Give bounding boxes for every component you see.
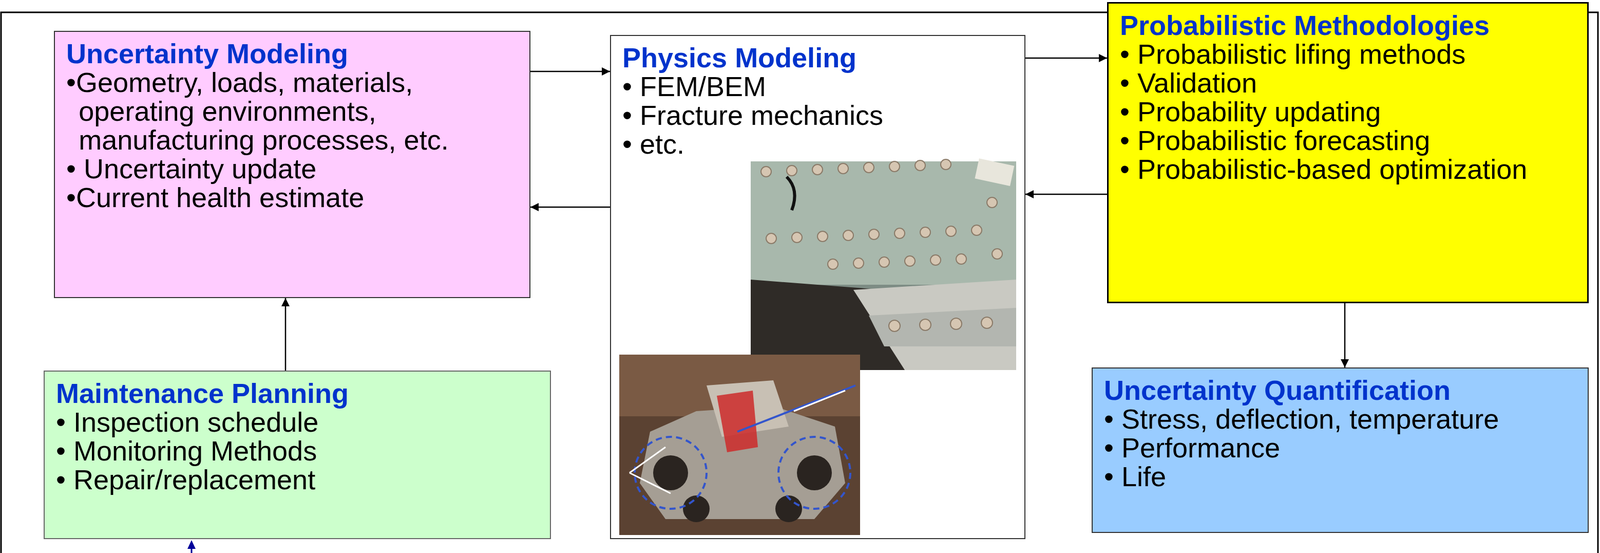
bullet-item: • Validation bbox=[1119, 68, 1577, 98]
box-heading: Maintenance Planning bbox=[55, 378, 540, 408]
process-box: Uncertainty Quantification• Stress, defl… bbox=[1091, 367, 1589, 533]
box-heading: Uncertainty Quantification bbox=[1103, 375, 1578, 405]
bullet-item: • Uncertainty update bbox=[66, 154, 520, 183]
bullet-item: • Stress, deflection, temperature bbox=[1103, 404, 1578, 433]
flow-arrow bbox=[530, 70, 611, 73]
bullet-item: • Performance bbox=[1103, 432, 1578, 462]
flow-arrow bbox=[1344, 302, 1346, 368]
bullet-item: • FEM/BEM bbox=[622, 71, 1015, 101]
box-heading: Uncertainty Modeling bbox=[66, 39, 520, 68]
process-box: Uncertainty Modeling•Geometry, loads, ma… bbox=[53, 30, 531, 298]
bullet-item: •Geometry, loads, materials, operating e… bbox=[66, 67, 520, 155]
bullet-item: • Probabilistic-based optimization bbox=[1119, 154, 1577, 184]
panel-photo bbox=[750, 158, 1017, 370]
bullet-item: • Inspection schedule bbox=[55, 407, 540, 436]
bullet-item: •Current health estimate bbox=[66, 182, 520, 212]
bullet-item: • Life bbox=[1103, 461, 1578, 491]
flow-arrow bbox=[1025, 57, 1108, 60]
box-heading: Probabilistic Methodologies bbox=[1119, 10, 1577, 40]
box-heading: Physics Modeling bbox=[622, 43, 1015, 72]
incoming-arrowhead bbox=[187, 539, 196, 549]
process-box: Physics Modeling• FEM/BEM• Fracture mech… bbox=[610, 34, 1026, 539]
bullet-item: • etc. bbox=[622, 129, 1015, 159]
bullet-item: • Probability updating bbox=[1119, 97, 1577, 126]
flow-arrow bbox=[530, 206, 611, 208]
bullet-item: • Probabilistic lifing methods bbox=[1119, 39, 1577, 69]
flow-arrow bbox=[284, 297, 287, 371]
bullet-item: • Monitoring Methods bbox=[55, 435, 540, 465]
bullet-item: • Fracture mechanics bbox=[622, 100, 1015, 130]
bullet-item: • Probabilistic forecasting bbox=[1119, 125, 1577, 155]
bullet-item: • Repair/replacement bbox=[55, 464, 540, 494]
process-box: Probabilistic Methodologies• Probabilist… bbox=[1107, 2, 1589, 303]
fitting-photo bbox=[619, 354, 861, 535]
process-box: Maintenance Planning• Inspection schedul… bbox=[43, 370, 551, 539]
flow-arrow bbox=[1025, 193, 1108, 196]
